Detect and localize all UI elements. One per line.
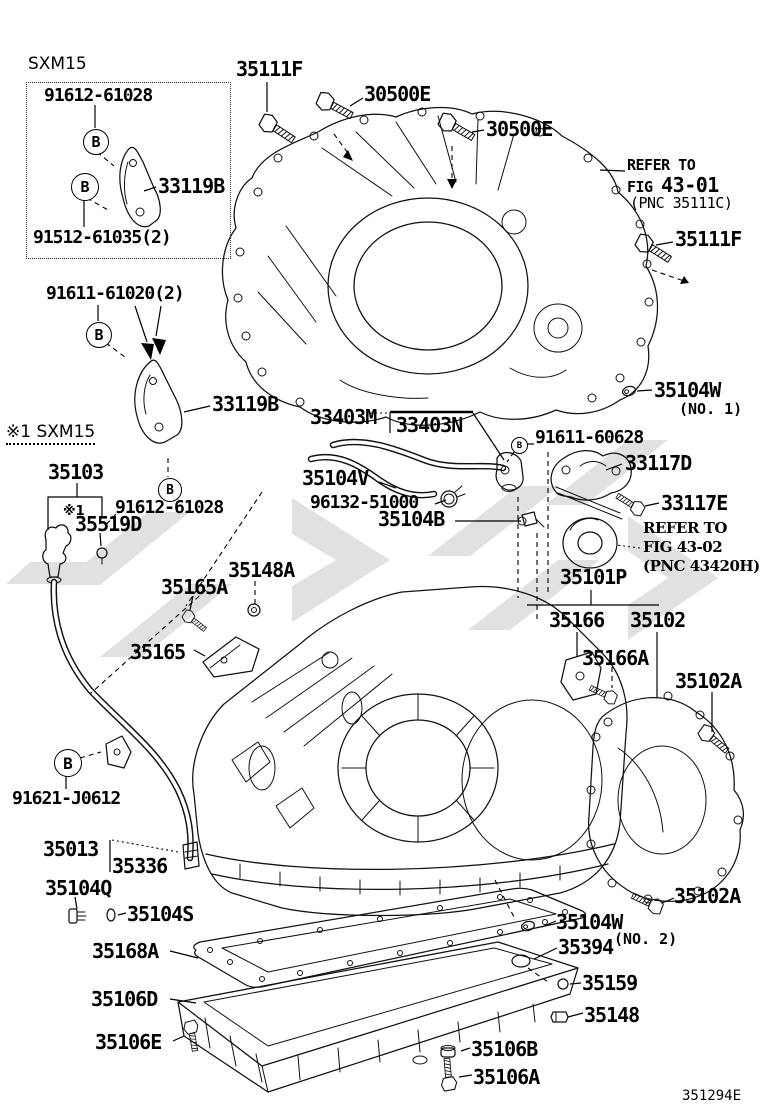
part-label-35102a-top: 35102A: [675, 669, 742, 693]
part-label-33119b-inset: 33119B: [158, 174, 225, 198]
leader-lines: [65, 82, 713, 1078]
part-label-35104w-1: 35104W: [654, 378, 721, 402]
part-label-35104s: 35104S: [127, 902, 194, 926]
part-label-35168a: 35168A: [92, 939, 159, 963]
hose-33403-drawing: [329, 438, 524, 492]
part-label-35102a-bot: 35102A: [674, 884, 741, 908]
part-label-35106a: 35106A: [473, 1065, 540, 1089]
part-label-35394: 35394: [558, 935, 614, 959]
connector-b-3-letter: B: [94, 326, 104, 344]
connector-b-5-letter: B: [516, 440, 523, 451]
part-label-35101p: 35101P: [560, 565, 627, 589]
bolts-drawing: [181, 91, 730, 1092]
part-label-35111f-top: 35111F: [236, 57, 303, 81]
part-label-35111f-right: 35111F: [675, 227, 742, 251]
variant-note: ※1 SXM15: [6, 422, 96, 445]
part-label-33117e: 33117E: [661, 491, 728, 515]
connector-b-2: B: [71, 173, 99, 201]
refer-note-4301-line2: FIG 43-01: [627, 175, 719, 195]
part-label-33117d: 33117D: [625, 451, 692, 475]
clamp-96132-drawing: [440, 485, 466, 508]
part-label-91621-j0612: 91621-J0612: [12, 788, 121, 809]
refer-note-4302-line3: (PNC 43420H): [643, 557, 760, 575]
part-label-91611-60628: 91611-60628: [535, 427, 644, 448]
part-label-33119b: 33119B: [212, 392, 279, 416]
part-label-35106b: 35106B: [471, 1037, 538, 1061]
refer-note-4301-fig-word: FIG: [627, 178, 653, 196]
connector-b-5: B: [511, 437, 528, 454]
part-label-35165a: 35165A: [161, 575, 228, 599]
oil-pan-gasket-drawing: [193, 887, 587, 988]
part-label-91612-61028-inset: 91612-61028: [44, 85, 153, 106]
refer-note-4301-line1: REFER TO: [627, 156, 696, 174]
variant-inset-box: [26, 82, 231, 259]
plate-35166-drawing: [560, 651, 602, 701]
figure-code: 351294E: [682, 1088, 742, 1104]
part-label-35166a: 35166A: [582, 646, 649, 670]
side-cover-drawing: [586, 691, 744, 904]
part-label-35166: 35166: [549, 608, 605, 632]
part-label-35104w-2-no: (NO. 2): [614, 930, 678, 948]
part-label-33403m: 33403M: [310, 405, 377, 429]
part-label-35104w-1-no: (NO. 1): [679, 400, 743, 418]
part-label-35159: 35159: [582, 971, 638, 995]
part-label-91612-61028: 91612-61028: [115, 497, 224, 518]
note-ref-mark: ※1: [63, 504, 85, 519]
part-label-35165: 35165: [130, 640, 186, 664]
transmission-case-drawing: [192, 585, 628, 917]
plate-35165-drawing: [202, 603, 261, 678]
part-label-35106d: 35106D: [91, 987, 158, 1011]
part-label-30500e-b: 30500E: [486, 117, 553, 141]
part-label-35104v: 35104V: [302, 466, 369, 490]
connector-b-6: B: [54, 749, 82, 777]
part-label-91611-61020: 91611-61020(2): [46, 283, 185, 304]
seal-35101p-drawing: [562, 517, 618, 569]
variant-note-text: ※1 SXM15: [6, 422, 96, 445]
refer-note-4301-line3: (PNC 35111C): [630, 194, 733, 212]
part-label-35103: 35103: [48, 460, 104, 484]
watermark: [6, 440, 718, 657]
inset-model-label: SXM15: [28, 54, 87, 74]
refer-note-4302-line2: FIG 43-02: [643, 538, 723, 556]
part-label-35102: 35102: [630, 608, 686, 632]
part-label-35148a: 35148A: [228, 558, 295, 582]
transaxle-housing-drawing: [221, 106, 659, 426]
refer-note-4301-fig-num: 43-01: [661, 173, 719, 197]
connector-b-2-letter: B: [80, 178, 90, 196]
part-label-35013: 35013: [43, 837, 99, 861]
bracket-33119b-drawing: [134, 305, 211, 444]
connector-b-1: B: [83, 129, 109, 155]
oil-pan-drawing: [177, 941, 579, 1093]
part-label-35519d: 35519D: [75, 512, 142, 536]
part-label-35104q: 35104Q: [45, 876, 112, 900]
small-parts-drawing: [68, 385, 637, 1058]
part-label-96132-51000: 96132-51000: [310, 492, 419, 513]
refer-note-4302-line1: REFER TO: [643, 519, 727, 537]
part-label-35336: 35336: [112, 854, 168, 878]
connector-b-6-letter: B: [63, 753, 73, 773]
part-label-30500e-a: 30500E: [364, 82, 431, 106]
connector-b-4-letter: B: [166, 482, 174, 498]
connector-b-3: B: [86, 322, 112, 348]
connector-b-4: B: [158, 478, 182, 502]
part-label-35104w-2: 35104W: [556, 910, 623, 934]
part-label-35148: 35148: [584, 1003, 640, 1027]
part-label-35106e: 35106E: [95, 1030, 162, 1054]
dipstick-drawing: [42, 483, 200, 870]
part-label-35104b: 35104B: [378, 507, 445, 531]
part-label-33403n: 33403N: [396, 413, 463, 437]
bracket-33117d-drawing: [550, 450, 632, 520]
part-label-91512-61035: 91512-61035(2): [33, 227, 172, 248]
inset-bracket-33119b-drawing: [83, 105, 161, 228]
hose-35104v-drawing: [307, 453, 438, 499]
connector-b-1-letter: B: [91, 133, 101, 151]
